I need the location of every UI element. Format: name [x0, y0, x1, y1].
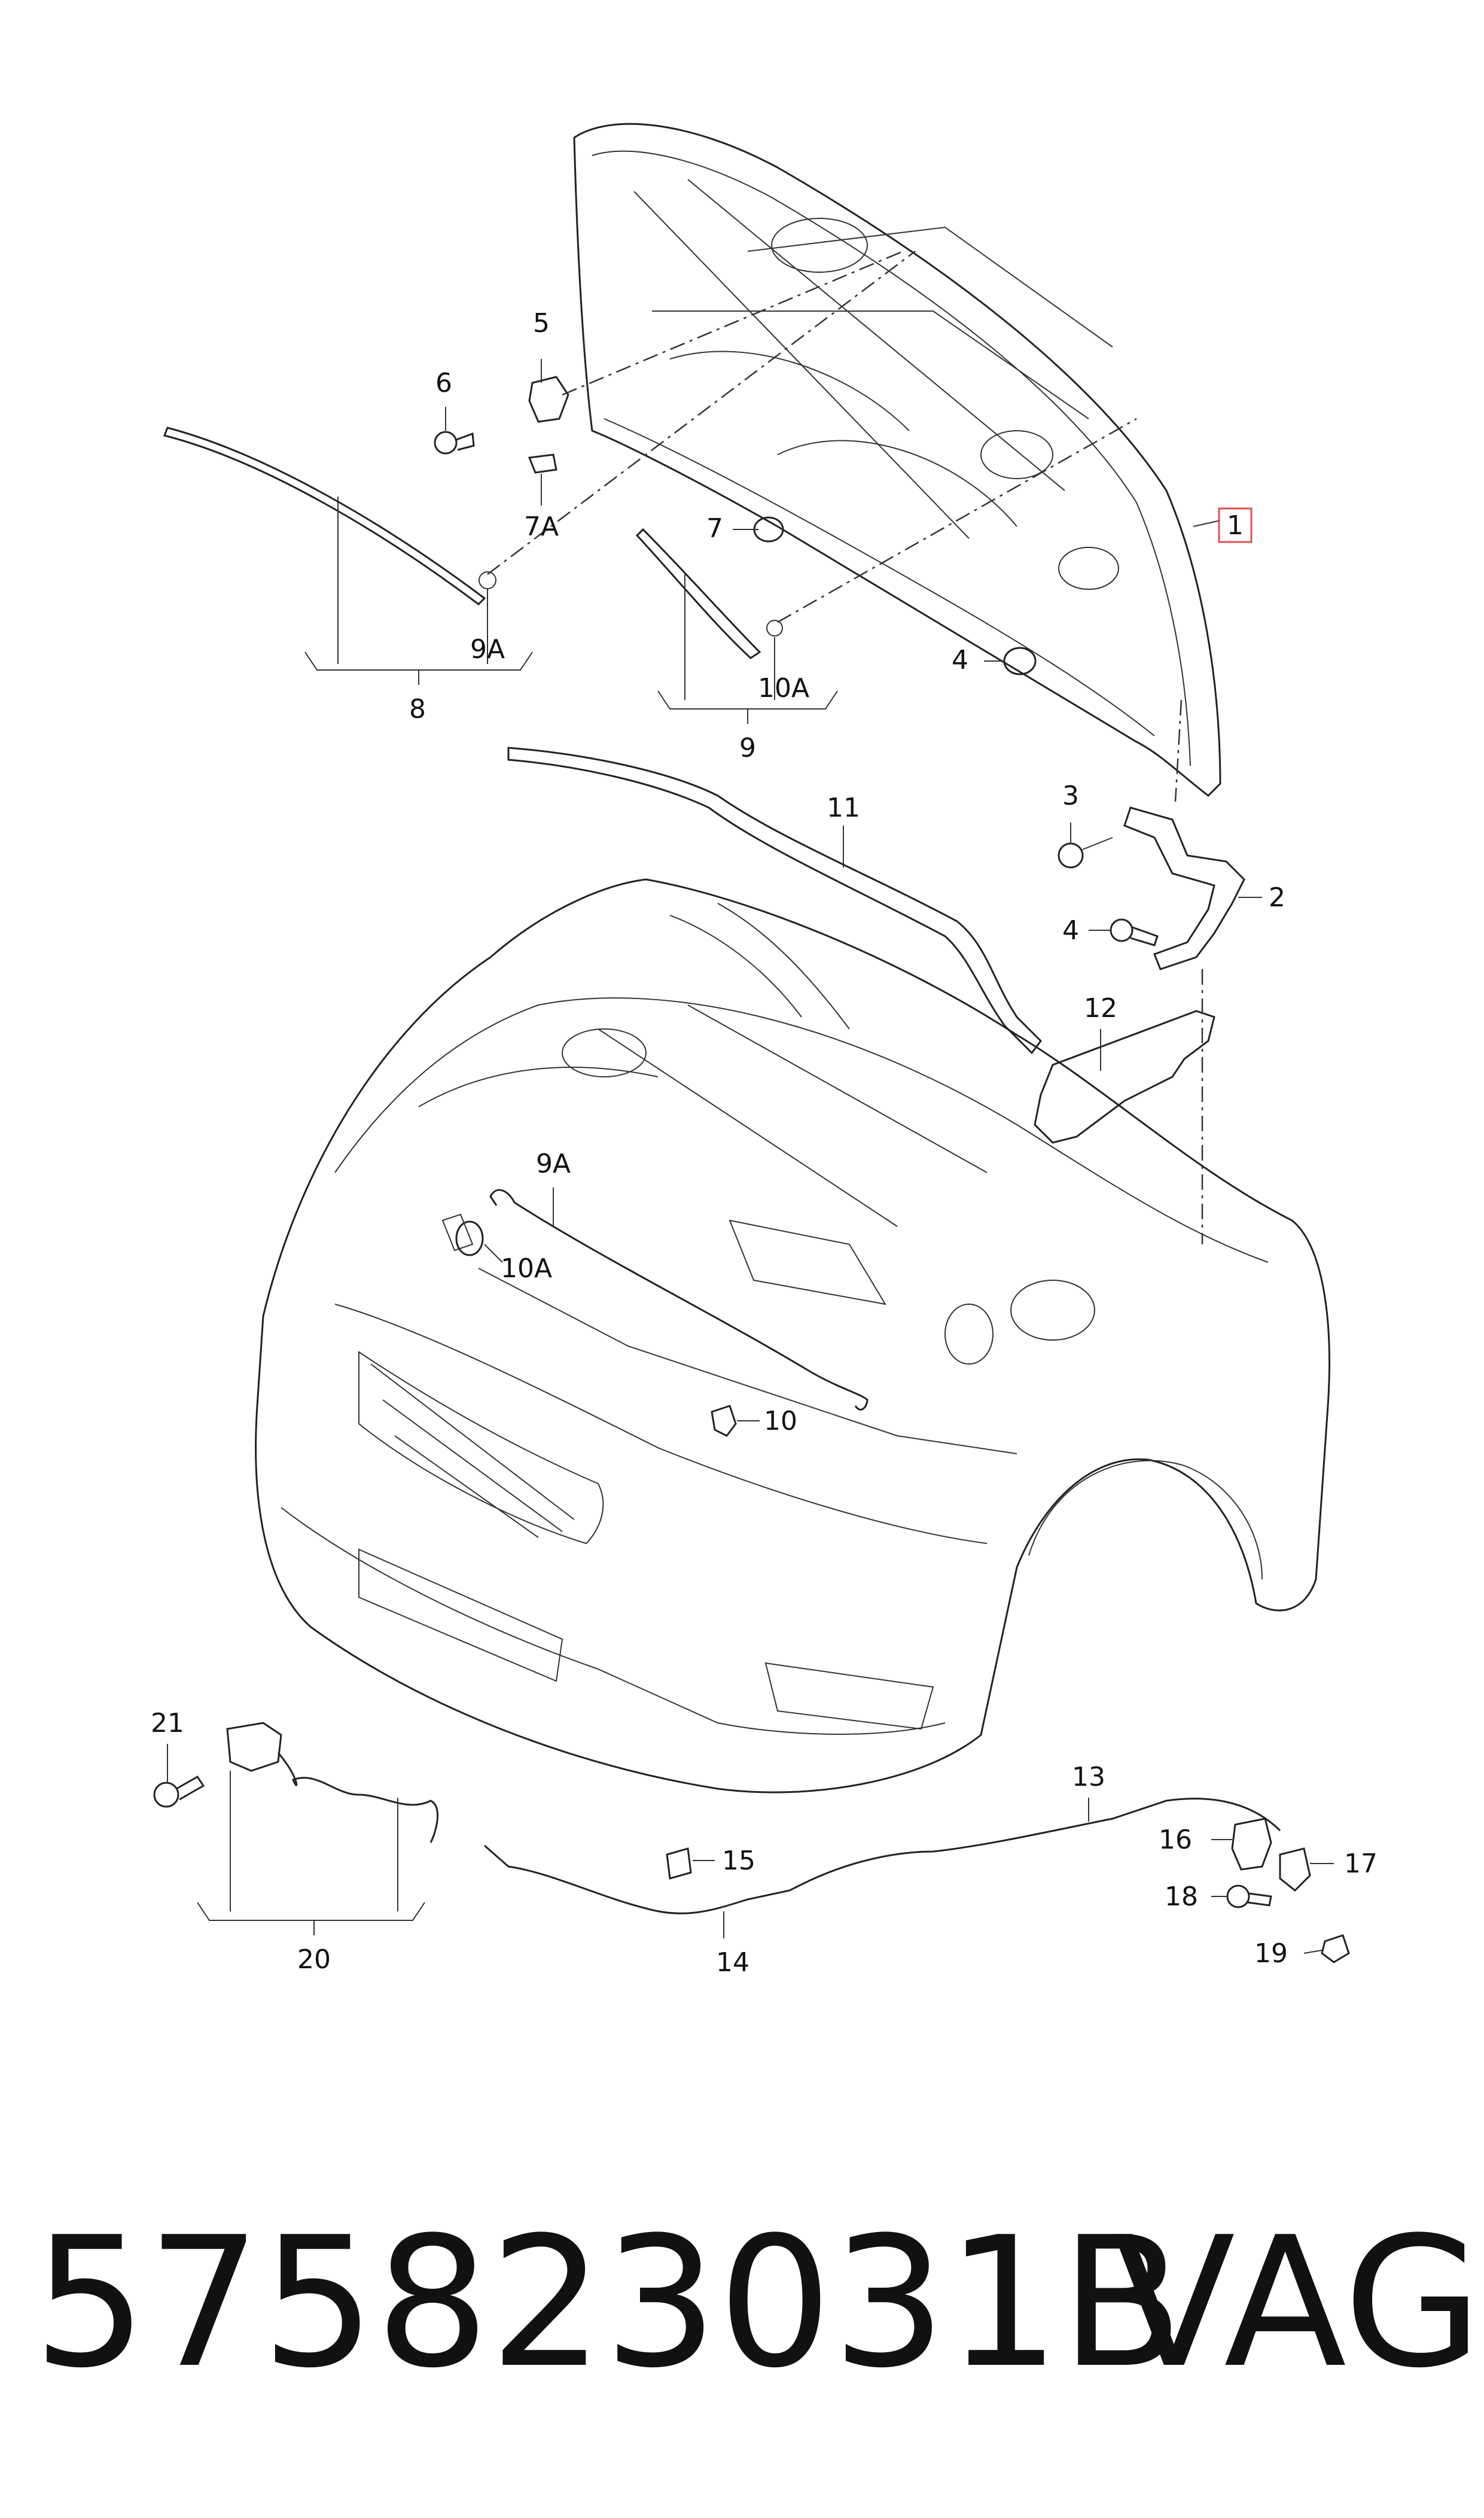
callout-18: 15 — [722, 1846, 755, 1876]
seal-strip-10 — [635, 418, 1137, 659]
release-cable-16 — [801, 1798, 1281, 1886]
seal-14 — [507, 747, 1042, 1055]
hood-panel — [573, 123, 1221, 797]
release-cable-17 — [484, 1844, 802, 1938]
clip-12 — [711, 1405, 760, 1437]
callout-6: 6 — [435, 368, 452, 398]
callout-19: 16 — [1159, 1825, 1192, 1855]
grommet-13 — [455, 1220, 503, 1263]
callout-24: 21 — [151, 1708, 184, 1738]
brand-text: VAG — [1113, 2199, 1483, 2407]
callout-9A: 9A — [470, 634, 505, 665]
callout-14: 11 — [827, 793, 860, 823]
leader-10 — [684, 574, 775, 700]
callout-12: 10 — [764, 1406, 797, 1436]
leader-9 — [337, 497, 488, 664]
part-number-text: 575823031B — [33, 2199, 1184, 2407]
hood-prop-rod-11 — [489, 1188, 869, 1411]
callout-2: 2 — [1269, 882, 1285, 913]
bracket-15 — [1034, 969, 1215, 1244]
clip-20 — [1279, 1847, 1334, 1892]
callout-8: 7A — [524, 511, 559, 542]
callout-13: 10A — [501, 1253, 552, 1284]
bolt-21 — [1211, 1884, 1272, 1908]
nut-22 — [1303, 1934, 1350, 1963]
bracket-10 — [657, 690, 838, 724]
callout-20: 17 — [1344, 1849, 1378, 1879]
wiring-harness-23 — [197, 1722, 439, 1935]
callout-3: 3 — [1062, 781, 1079, 811]
bolt-6 — [434, 407, 475, 455]
car-front-body — [255, 878, 1330, 1794]
callout-10: 9 — [739, 733, 756, 763]
cap-7A — [984, 647, 1037, 675]
hinge-2 — [1123, 699, 1262, 970]
bracket-9 — [304, 651, 533, 685]
callout-9: 8 — [409, 694, 426, 724]
callout-21: 18 — [1165, 1881, 1198, 1912]
callout-4: 4 — [1062, 915, 1079, 946]
callout-10A: 10A — [758, 673, 809, 704]
bolt-4 — [1089, 918, 1159, 946]
callout-15: 12 — [1084, 993, 1117, 1024]
lock-19 — [1211, 1817, 1272, 1871]
callout-1: 1 — [1227, 510, 1244, 541]
bracket-18 — [666, 1847, 715, 1880]
seal-strip-9 — [163, 251, 916, 605]
bolt-24 — [153, 1744, 205, 1808]
rubber-stop-7 — [733, 516, 784, 543]
hood-lock-bracket-5 — [528, 250, 904, 423]
callout-5: 5 — [533, 308, 550, 339]
callout-23: 20 — [297, 1944, 331, 1975]
callout-17: 14 — [716, 1947, 749, 1978]
callout-16: 13 — [1072, 1762, 1105, 1792]
callout-1-highlight-box — [1218, 507, 1253, 543]
callout-11: 9A — [536, 1149, 571, 1179]
callout-7A: 4 — [952, 645, 968, 675]
callout-22: 19 — [1254, 1938, 1288, 1969]
callout-7: 7 — [706, 513, 723, 544]
nut-3 — [1058, 823, 1113, 869]
leader-1 — [1193, 520, 1221, 527]
buffer-8 — [528, 453, 557, 506]
